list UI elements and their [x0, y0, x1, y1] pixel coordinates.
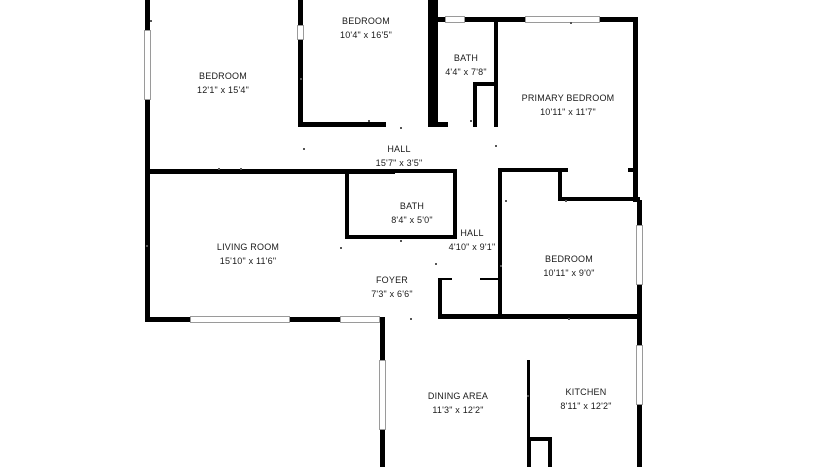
room-label: HALL 15'7" x 3'5" — [376, 142, 423, 170]
wall — [527, 437, 531, 467]
wall — [395, 169, 457, 173]
wall — [558, 197, 640, 201]
wall — [298, 0, 303, 25]
window — [144, 30, 151, 100]
room-name: DINING AREA — [427, 391, 489, 401]
window — [636, 225, 643, 285]
room-label: PRIMARY BEDROOM 10'11" x 11'7" — [522, 91, 615, 119]
wall — [558, 168, 562, 200]
room-dimensions: 10'4" x 16'5" — [340, 30, 392, 40]
room-dimensions: 7'3" x 6'6" — [371, 289, 413, 299]
wall — [498, 168, 502, 318]
room-name: BEDROOM — [342, 16, 390, 26]
wall — [438, 314, 640, 319]
wall — [145, 0, 150, 30]
room-label: DINING AREA 11'3" x 12'2" — [428, 389, 488, 417]
wall — [473, 82, 498, 86]
room-dimensions: 4'4" x 7'8" — [445, 67, 487, 77]
wall — [290, 317, 340, 322]
wall — [145, 100, 150, 322]
wall — [453, 169, 457, 239]
window — [190, 316, 290, 323]
window — [636, 345, 643, 405]
wall — [527, 360, 530, 440]
wall — [428, 0, 438, 127]
wall — [145, 317, 190, 322]
window — [445, 16, 465, 23]
room-label: BATH 8'4" x 5'0" — [391, 199, 433, 227]
window — [525, 16, 600, 23]
room-name: FOYER — [375, 275, 408, 285]
room-dimensions: 11'3" x 12'2" — [432, 405, 484, 415]
room-label: LIVING ROOM 15'10" x 11'6" — [217, 240, 279, 268]
room-dimensions: 12'1" x 15'4" — [197, 85, 249, 95]
room-label: FOYER 7'3" x 6'6" — [371, 273, 413, 301]
wall — [428, 122, 448, 127]
room-name: BEDROOM — [199, 71, 247, 81]
room-name: BATH — [453, 53, 479, 63]
room-label: BEDROOM 12'1" x 15'4" — [197, 69, 249, 97]
room-label: BEDROOM 10'4" x 16'5" — [340, 14, 392, 42]
wall — [628, 168, 636, 172]
wall — [473, 82, 477, 127]
wall — [494, 22, 498, 127]
wall — [527, 437, 552, 441]
room-name: HALL — [460, 228, 484, 238]
window — [297, 25, 304, 40]
wall — [298, 40, 303, 127]
wall — [438, 278, 452, 280]
room-name: KITCHEN — [565, 387, 607, 397]
room-name: BEDROOM — [545, 254, 593, 264]
wall — [298, 122, 386, 127]
wall — [548, 437, 552, 467]
room-label: HALL 4'10" x 9'1" — [449, 226, 496, 254]
wall — [145, 169, 395, 174]
wall — [498, 168, 568, 172]
room-dimensions: 15'10" x 11'6" — [219, 256, 277, 266]
room-dimensions: 8'4" x 5'0" — [391, 215, 433, 225]
room-name: PRIMARY BEDROOM — [521, 93, 615, 103]
room-dimensions: 8'11" x 12'2" — [560, 401, 612, 411]
wall — [480, 278, 498, 280]
room-name: BATH — [399, 201, 425, 211]
room-label: BEDROOM 10'11" x 9'0" — [543, 252, 594, 280]
room-name: LIVING ROOM — [216, 242, 280, 252]
room-dimensions: 10'11" x 9'0" — [543, 268, 595, 278]
room-label: KITCHEN 8'11" x 12'2" — [560, 385, 611, 413]
room-name: HALL — [387, 144, 411, 154]
room-label: BATH 4'4" x 7'8" — [445, 51, 487, 79]
room-dimensions: 15'7" x 3'5" — [375, 158, 423, 168]
window — [340, 316, 380, 323]
window — [379, 360, 386, 430]
wall — [345, 235, 457, 239]
wall — [633, 17, 638, 202]
wall — [637, 200, 642, 467]
room-dimensions: 4'10" x 9'1" — [448, 242, 496, 252]
wall — [345, 169, 349, 239]
wall — [438, 278, 442, 318]
room-dimensions: 10'11" x 11'7" — [540, 107, 596, 117]
